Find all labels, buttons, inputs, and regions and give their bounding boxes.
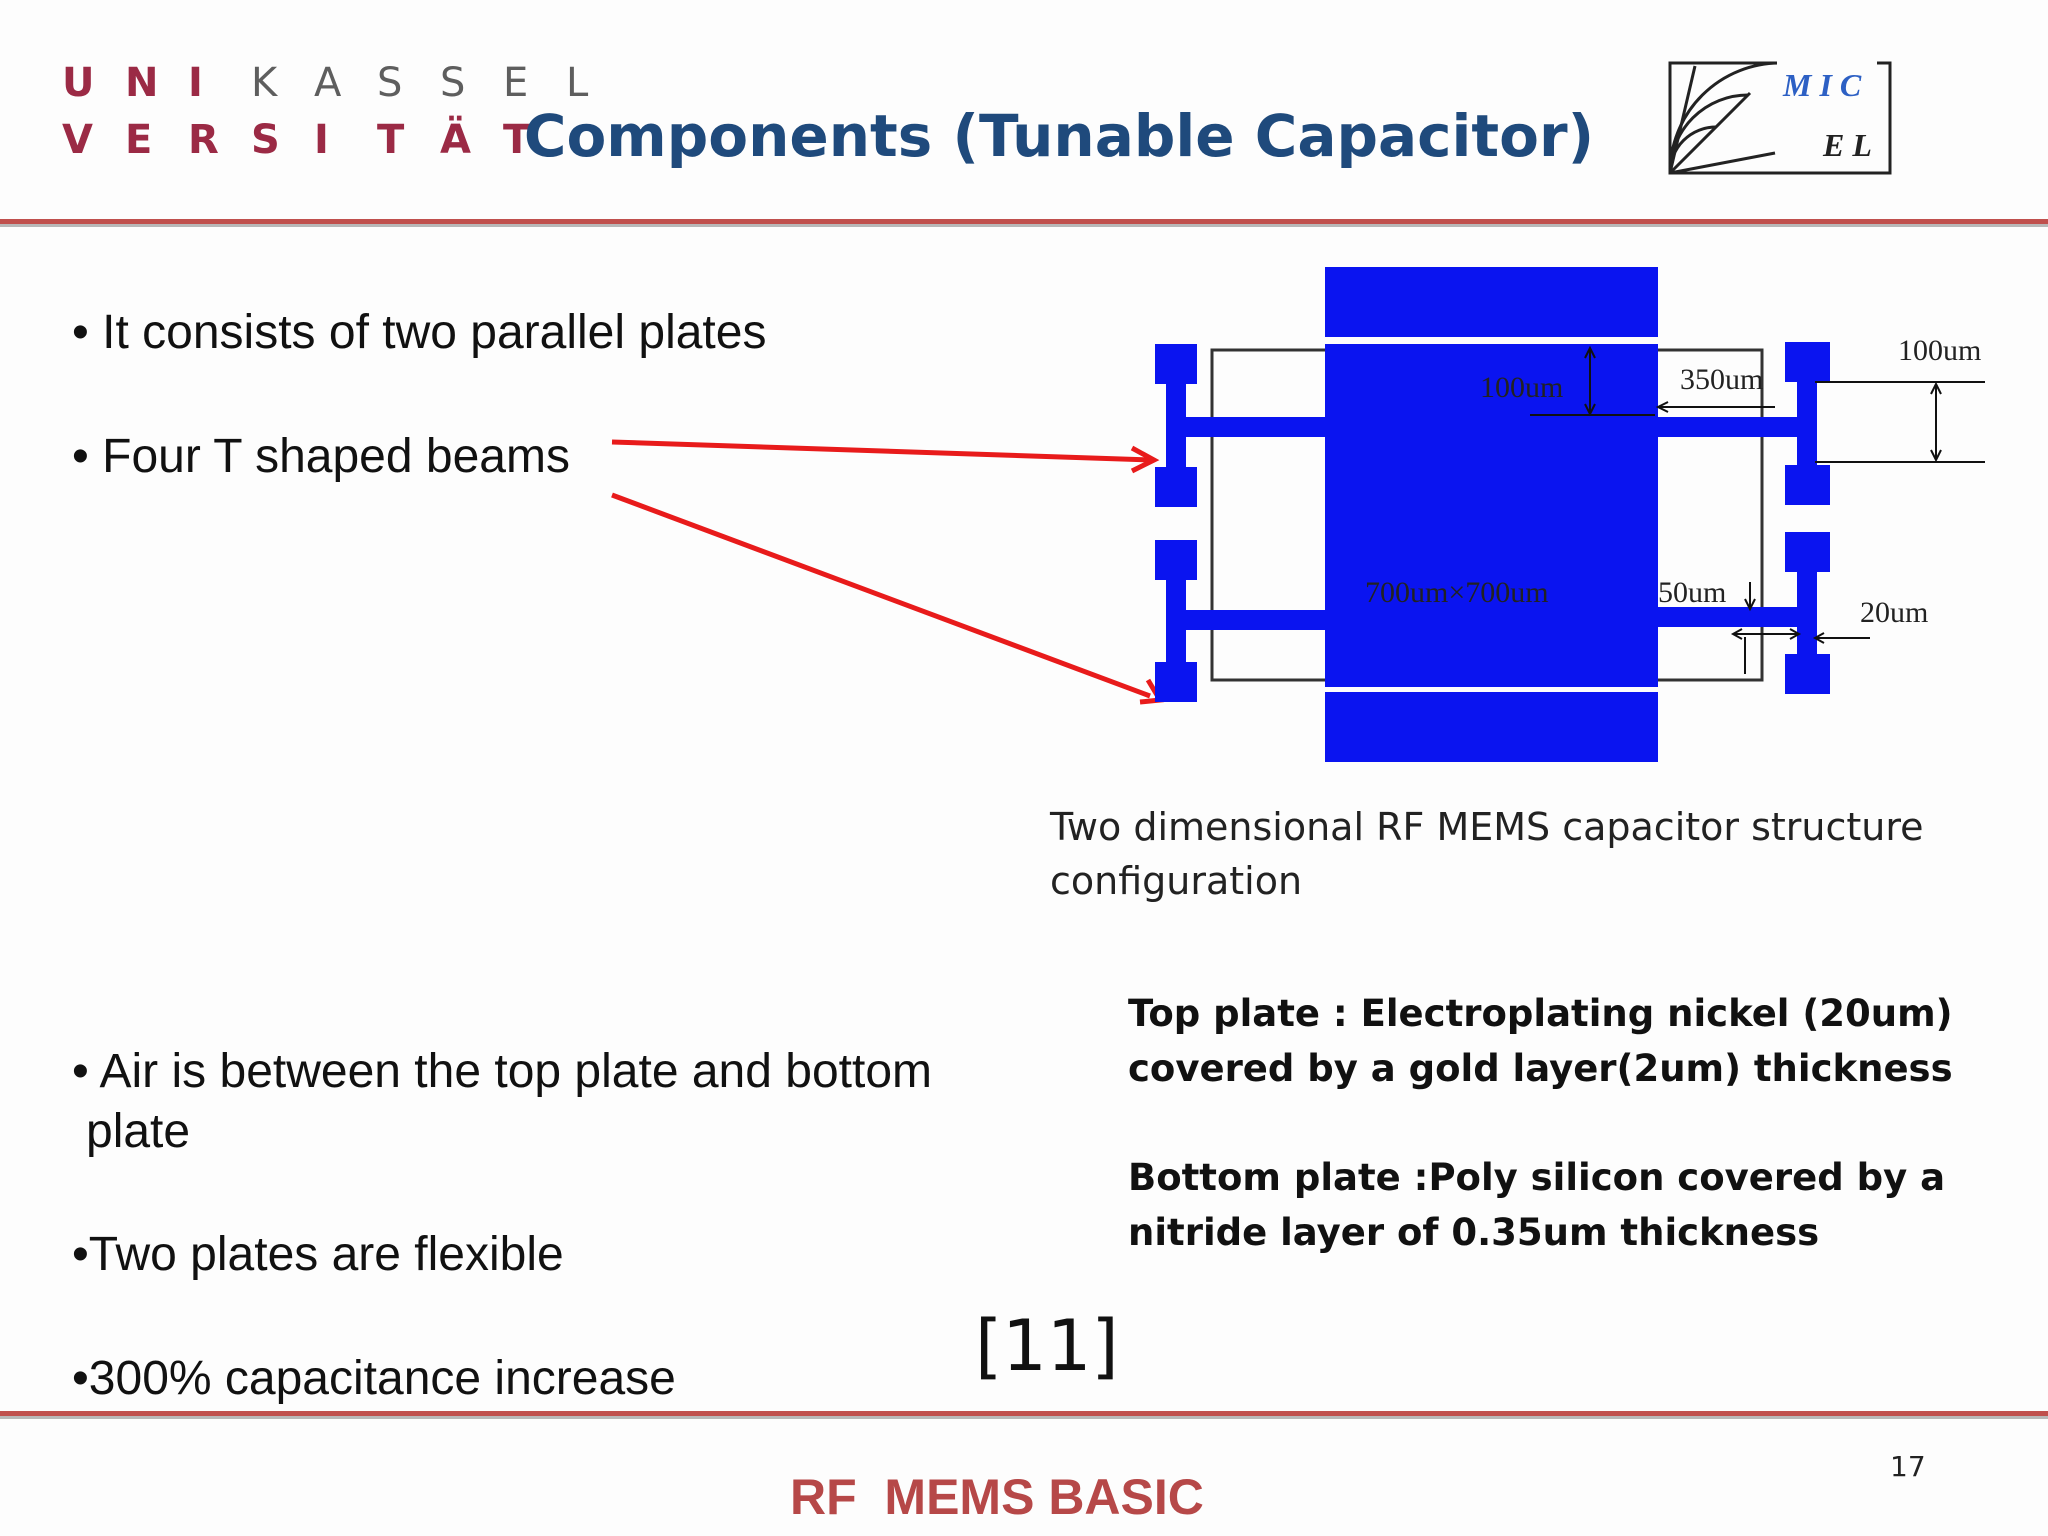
label-100um-outer: 100um [1898, 334, 1981, 367]
footer-divider-shadow [0, 1416, 2048, 1419]
label-50um: 50um [1658, 576, 1726, 609]
capacitor-diagram: 100um 350um 100um 700um×700um 50um 20um [1155, 267, 1985, 762]
university-logo-row1: U N I K A S S E L [62, 60, 629, 106]
slide-title: Components (Tunable Capacitor) [523, 102, 1595, 170]
logo-letter: S [440, 60, 466, 106]
figure-caption-line2: configuration [1050, 859, 1303, 903]
bottom-pad [1325, 692, 1658, 762]
left-beam-upper [1155, 344, 1330, 507]
logo-letter: U [62, 60, 95, 106]
university-logo-row2: V E R S I T Ä T [62, 117, 566, 163]
logo-letter: I [188, 60, 203, 106]
logo-letter: N [125, 60, 159, 106]
logo-letter: T [377, 117, 405, 163]
logo-letter: I [314, 117, 329, 163]
reference-number: [11] [975, 1305, 1119, 1387]
label-700x700: 700um×700um [1365, 576, 1549, 609]
logo-letter: T [503, 117, 531, 163]
top-pad [1325, 267, 1658, 337]
logo-letter: R [188, 117, 219, 163]
logo-letter: L [566, 60, 589, 106]
page-number: 17 [1890, 1450, 1926, 1483]
header-divider-shadow [0, 224, 2048, 227]
label-20um: 20um [1860, 596, 1928, 629]
left-beam-lower [1155, 540, 1330, 702]
top-plate-desc-line2: covered by a gold layer(2um) thickness [1128, 1047, 1953, 1090]
right-beam-upper [1655, 342, 1830, 505]
label-350um: 350um [1680, 363, 1763, 396]
logo-letter: K [251, 60, 278, 106]
bullet-t-beams: • Four T shaped beams [72, 430, 570, 483]
top-plate-desc-line1: Top plate : Electroplating nickel (20um) [1128, 992, 1953, 1035]
label-100um-inner: 100um [1480, 371, 1563, 404]
center-plate [1325, 344, 1658, 687]
logo-letter: S [377, 60, 403, 106]
bullet-air-gap-cont: plate [86, 1105, 191, 1158]
bullet-air-gap: • Air is between the top plate and botto… [72, 1045, 933, 1098]
footer-divider [0, 1411, 2048, 1416]
logo-letter: E [125, 117, 153, 163]
footer-title: RF MEMS BASIC [790, 1469, 1204, 1525]
right-beam-lower [1655, 532, 1830, 694]
micel-text-bottom: E L [1822, 127, 1872, 163]
bottom-plate-desc-line1: Bottom plate :Poly silicon covered by a [1128, 1156, 1946, 1199]
logo-letter: E [503, 60, 529, 106]
header-divider [0, 219, 2048, 224]
logo-letter: Ä [440, 117, 471, 163]
figure-caption-line1: Two dimensional RF MEMS capacitor struct… [1050, 805, 1924, 849]
logo-letter: A [314, 60, 342, 106]
logo-letter: S [251, 117, 280, 163]
bullet-flexible: •Two plates are flexible [72, 1228, 564, 1281]
micel-logo: M I C E L [1668, 60, 1892, 175]
micel-text-top: M I C [1782, 67, 1862, 103]
bullet-capacitance: •300% capacitance increase [72, 1352, 676, 1405]
logo-letter: V [62, 117, 93, 163]
bottom-plate-desc-line2: nitride layer of 0.35um thickness [1128, 1211, 1820, 1254]
bullet-parallel-plates: • It consists of two parallel plates [72, 306, 767, 359]
